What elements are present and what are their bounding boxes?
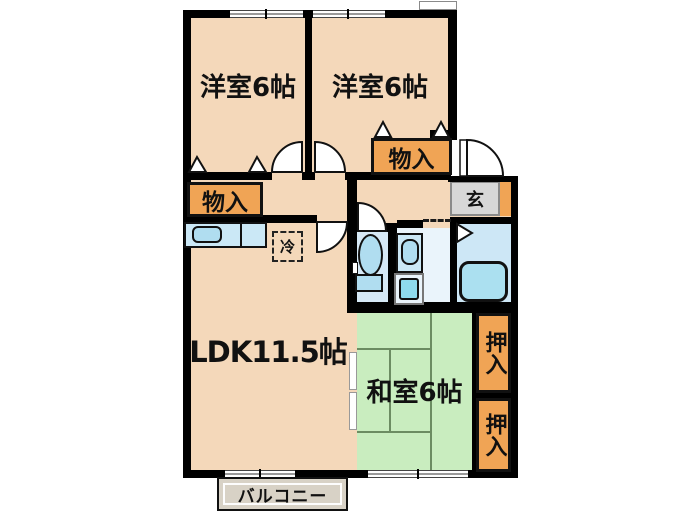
wall-right-upper (448, 10, 457, 140)
wall-bottom (183, 470, 518, 478)
kitchen-counter-divider (240, 222, 242, 248)
door-swing-ldk (316, 221, 349, 254)
closet-label: 物入 (202, 189, 248, 216)
closet-oshiire-top: 押入 (476, 313, 511, 393)
room-label: 洋室6帖 (199, 72, 297, 103)
refrigerator-space: 冷 (272, 231, 303, 262)
genkan-area: 玄 (450, 181, 500, 216)
window-tick (265, 9, 267, 19)
wall-wash-top (397, 220, 423, 228)
wall-water-south (347, 302, 511, 313)
tatami-line (389, 348, 391, 433)
balcony-label: バルコニー (237, 486, 328, 507)
wall-wash-bath (450, 217, 457, 310)
closet-monoire-left: 物入 (187, 182, 263, 217)
western-room-2: 洋室6帖 (312, 68, 448, 103)
tatami-line (357, 431, 430, 433)
closet-oshiire-bottom: 押入 (476, 398, 511, 472)
toilet-tank (355, 274, 383, 292)
folding-door-icon (431, 119, 451, 138)
window-tick (347, 9, 349, 19)
room-label: LDK11.5帖 (189, 335, 348, 369)
folding-door-icon (373, 119, 393, 138)
door-swing-western-room-2 (314, 140, 347, 173)
shoe-cabinet (500, 181, 511, 216)
balcony (217, 477, 348, 511)
ldk-room: LDK11.5帖 (189, 332, 348, 369)
closet-label: 押入 (481, 413, 507, 457)
folding-door-icon (247, 154, 268, 173)
japanese-room-floor (357, 313, 472, 472)
window (313, 10, 385, 18)
wall-hall-south (183, 215, 317, 223)
wall-oshiire-mid (472, 393, 511, 398)
wall-band (190, 172, 272, 180)
entrance-door-leaf (459, 139, 468, 177)
closet-label: 物入 (388, 146, 435, 173)
door-swing-western-room-1 (270, 140, 303, 173)
kitchen-sink (192, 226, 222, 243)
wall-genkan-top (448, 176, 511, 182)
toilet-bowl (358, 234, 383, 276)
wall-bath-top (450, 217, 511, 224)
wall-toilet-wash (388, 223, 397, 310)
wall-right (511, 176, 518, 478)
folding-door-icon (187, 154, 208, 173)
window-tick (417, 469, 419, 479)
western-room-1: 洋室6帖 (191, 68, 305, 103)
japanese-room: 和室6帖 (357, 374, 472, 408)
toilet-flush-knob (352, 262, 358, 274)
wall-band (302, 172, 315, 180)
door-swing-toilet (357, 201, 388, 232)
balcony-inner-line (223, 483, 342, 505)
tatami-line (357, 348, 430, 350)
window-tick (259, 469, 261, 479)
sliding-door-panel (349, 392, 357, 430)
small-window (419, 1, 457, 10)
bath-folding-door-icon (456, 222, 474, 244)
room-label: 和室6帖 (366, 377, 463, 408)
refrigerator-label: 冷 (279, 238, 295, 256)
sliding-door-panel (349, 352, 357, 390)
balcony-label-wrap: バルコニー (217, 477, 348, 511)
wall-center-vertical (305, 17, 312, 179)
bathtub (459, 261, 508, 302)
washroom-entry-dashed-line (423, 219, 451, 222)
closet-monoire-center: 物入 (371, 138, 452, 175)
closet-label: 押入 (481, 331, 507, 375)
door-swing-entrance (466, 138, 505, 177)
vanity-sink (401, 239, 419, 265)
room-label: 洋室6帖 (331, 72, 429, 103)
wall-ldk-water (347, 172, 357, 312)
wall-band (345, 172, 451, 180)
tatami-line (430, 313, 432, 472)
washing-machine (399, 278, 419, 300)
genkan-label: 玄 (466, 189, 484, 211)
